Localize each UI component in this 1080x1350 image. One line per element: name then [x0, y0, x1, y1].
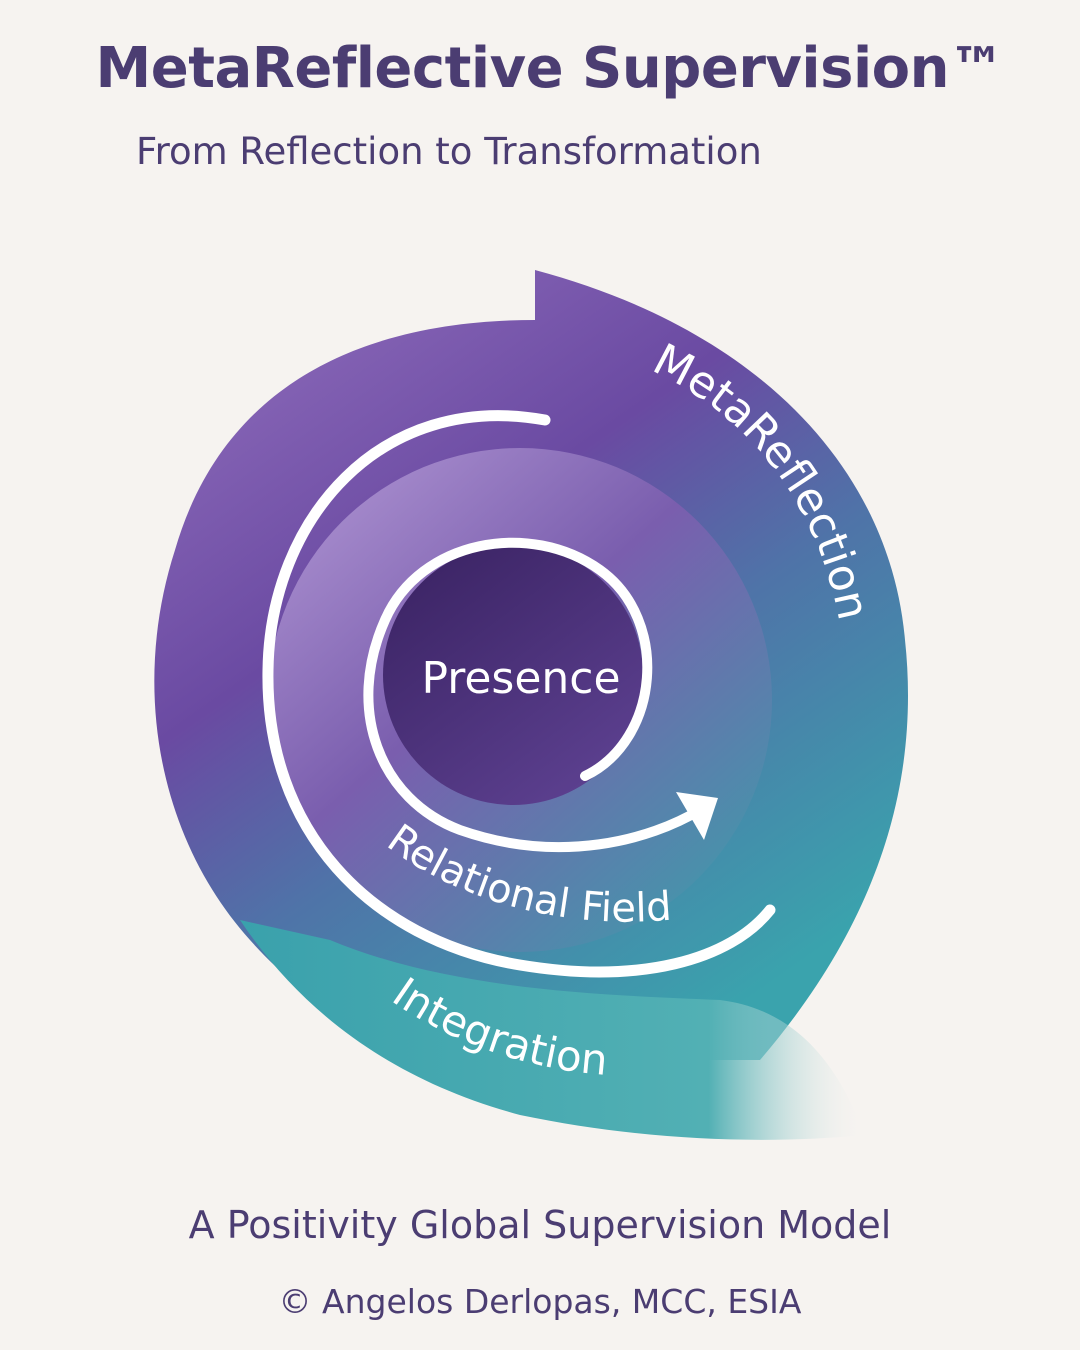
inner-spiral-line — [363, 537, 705, 853]
page-title: MetaReflective Supervision™ — [95, 36, 1006, 101]
outer-separator-line — [262, 410, 776, 978]
spiral-svg: Presence MetaReflection Relational Field… — [154, 270, 909, 1140]
presence-label: Presence — [421, 653, 620, 704]
copyright-caption: © Angelos Derlopas, MCC, ESIA — [278, 1282, 802, 1321]
model-caption: A Positivity Global Supervision Model — [188, 1203, 892, 1247]
arrow-head-icon — [676, 792, 718, 840]
integration-tail — [240, 920, 865, 1140]
page-subtitle: From Reflection to Transformation — [136, 130, 762, 173]
spiral-diagram: Presence MetaReflection Relational Field… — [0, 220, 1080, 1180]
presence-core — [383, 545, 643, 805]
